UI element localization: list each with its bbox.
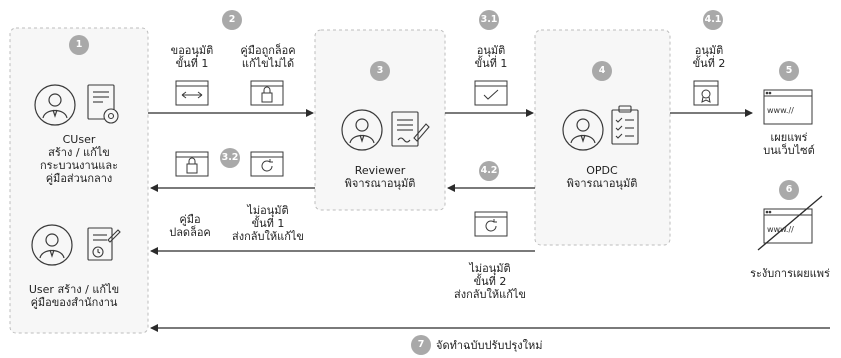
label-approve-step2: อนุมัติ ขั้นที่ 2 <box>692 44 726 70</box>
document-pen-icon <box>391 111 430 147</box>
certificate-icon <box>693 80 719 106</box>
refresh-icon <box>474 211 508 237</box>
actor-reviewer-label: Reviewer พิจารณาอนุมัติ <box>344 164 416 190</box>
step-badge-1: 1 <box>69 35 89 55</box>
web-icon <box>763 208 813 244</box>
lock-icon <box>175 151 209 177</box>
web-address: www.// <box>767 106 794 115</box>
step-badge-3-1: 3.1 <box>479 10 499 30</box>
step-badge-4-2: 4.2 <box>479 161 499 181</box>
user-icon <box>341 109 383 151</box>
step-badge-3-2: 3.2 <box>220 148 240 168</box>
step-badge-6: 6 <box>779 180 799 200</box>
strike-line <box>757 195 823 251</box>
document-gear-icon <box>87 84 119 124</box>
label-request-step1: ขออนุมัติ ขั้นที่ 1 <box>170 44 214 70</box>
opdc-panel <box>534 29 671 246</box>
step-badge-4-1: 4.1 <box>703 10 723 30</box>
user-icon <box>31 224 73 266</box>
web-address: www.// <box>767 225 794 234</box>
web-icon <box>763 89 813 125</box>
label-publish-web: เผยแพร่ บนเว็บไซต์ <box>763 131 815 157</box>
label-manual-locked: คู่มือถูกล็อค แก้ไขไม่ได้ <box>240 44 296 70</box>
actor-cuser-label: CUser สร้าง / แก้ไข กระบวนงานและ คู่มือส… <box>40 133 118 185</box>
step-badge-7: 7 <box>411 335 431 355</box>
clipboard-check-icon <box>611 105 639 145</box>
refresh-icon <box>250 151 284 177</box>
check-icon <box>474 80 508 106</box>
user-icon <box>562 109 604 151</box>
step-badge-4: 4 <box>592 61 612 81</box>
user-icon <box>34 84 76 126</box>
step-badge-3: 3 <box>370 61 390 81</box>
calendar-document-icon <box>87 227 121 261</box>
label-reject-step2: ไม่อนุมัติ ขั้นที่ 2 ส่งกลับให้แก้ไข <box>454 262 526 301</box>
lock-icon <box>250 80 284 106</box>
label-suspend-publish: ระงับการเผยแพร่ <box>750 267 830 280</box>
label-approve-step1: อนุมัติ ขั้นที่ 1 <box>474 44 508 70</box>
label-revise-new: จัดทำฉบับปรับปรุงใหม่ <box>436 339 543 352</box>
step-badge-2: 2 <box>222 10 242 30</box>
label-manual-unlock: คู่มือ ปลดล็อค <box>169 213 211 239</box>
actor-opdc-label: OPDC พิจารณาอนุมัติ <box>566 164 638 190</box>
step-badge-5: 5 <box>779 61 799 81</box>
actor-user-label: User สร้าง / แก้ไข คู่มือของสำนักงาน <box>28 283 120 309</box>
arrows-icon <box>175 80 209 106</box>
label-reject-step1: ไม่อนุมัติ ขั้นที่ 1 ส่งกลับให้แก้ไข <box>232 204 304 243</box>
